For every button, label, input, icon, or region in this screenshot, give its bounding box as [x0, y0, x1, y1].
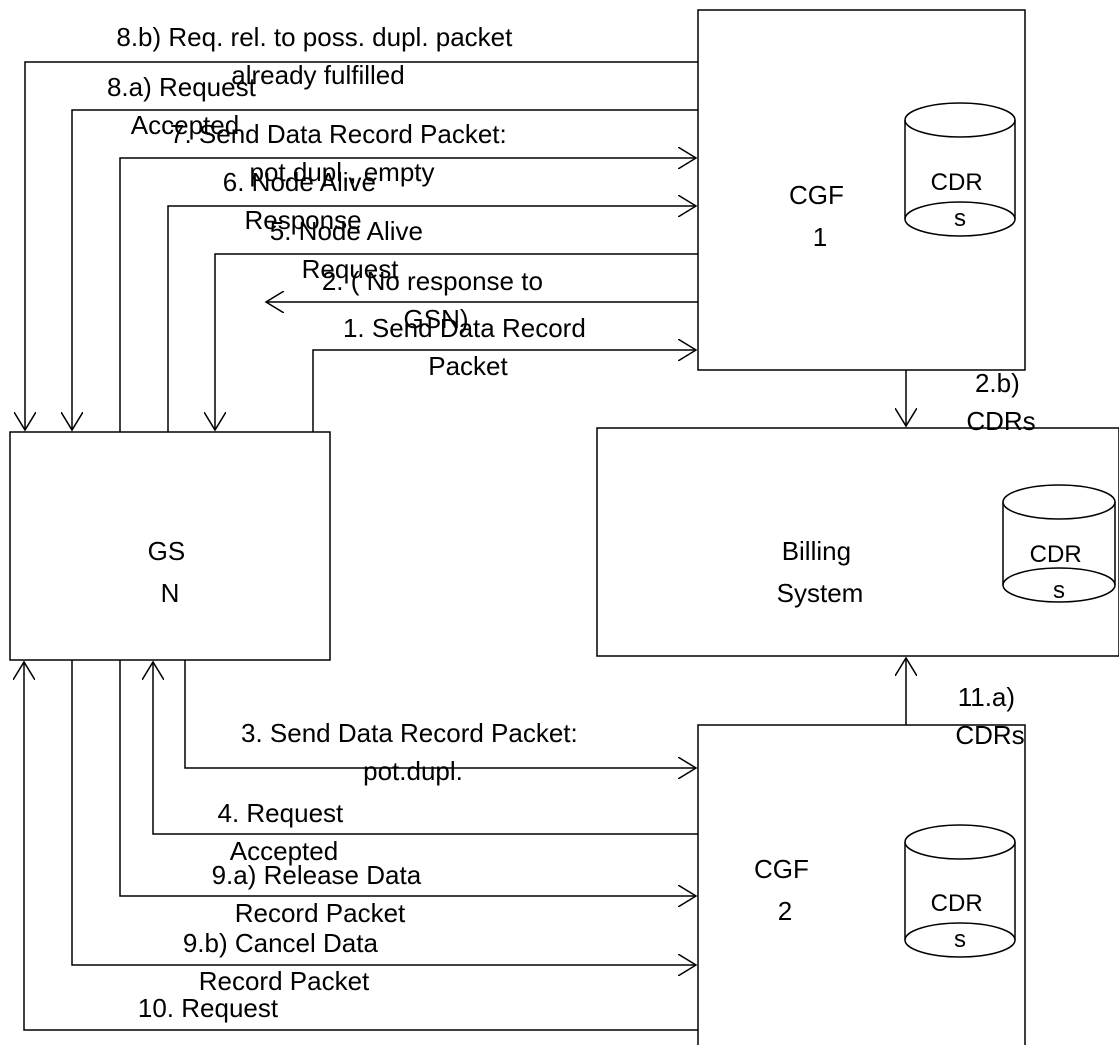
message-1: 1. Send Data Record Packet [343, 313, 593, 381]
message-5: 5. Node Alive Request [270, 216, 430, 284]
arrow-9b [71, 660, 696, 965]
message-8b: 8.b) Req. rel. to poss. dupl. packet alr… [116, 22, 519, 90]
arrow-9a [119, 660, 696, 896]
message-10: 10. Request [138, 993, 279, 1023]
cgf2-label: CGF 2 [754, 854, 816, 926]
gsn-label: GS N [148, 536, 193, 608]
message-2: 2. ( No response to GSN) [322, 266, 550, 334]
arrow-3 [184, 660, 696, 768]
cgf2-box [697, 724, 1026, 1045]
billing-label: Billing System [777, 536, 864, 608]
arrow-8a [72, 109, 698, 430]
message-9b: 9.b) Cancel Data Record Packet [183, 928, 385, 996]
message-7: 7. Send Data Record Packet: pot.dupl., e… [170, 119, 514, 187]
message-6: 6. Node Alive Response [223, 167, 383, 235]
billing-database-icon [1002, 484, 1116, 603]
cgf1-database-icon [904, 102, 1016, 237]
cgf2-database-icon [904, 824, 1016, 958]
billing-box [596, 427, 1119, 657]
gsn-box [9, 431, 331, 661]
arrow-4 [153, 662, 698, 835]
arrow-8b [25, 61, 698, 430]
message-9a: 9.a) Release Data Record Packet [212, 860, 429, 928]
cgf1-db-label: CDR s [931, 169, 990, 232]
arrow-10 [24, 662, 698, 1031]
message-11a: 11.a) CDRs [955, 682, 1024, 750]
arrow-5 [215, 253, 698, 430]
cgf2-db-label: CDR s [931, 890, 990, 953]
message-3: 3. Send Data Record Packet: pot.dupl. [241, 718, 585, 786]
message-4: 4. Request Accepted [218, 798, 351, 866]
billing-db-label: CDR s [1030, 541, 1089, 604]
arrow-7 [119, 158, 696, 432]
cgf1-box [697, 9, 1026, 371]
message-2b: 2.b) CDRs [966, 368, 1035, 436]
arrow-1 [312, 350, 696, 432]
cgf1-label: CGF 1 [789, 180, 851, 252]
message-8a: 8.a) Request Accepted [107, 72, 263, 140]
arrow-6 [167, 206, 696, 432]
